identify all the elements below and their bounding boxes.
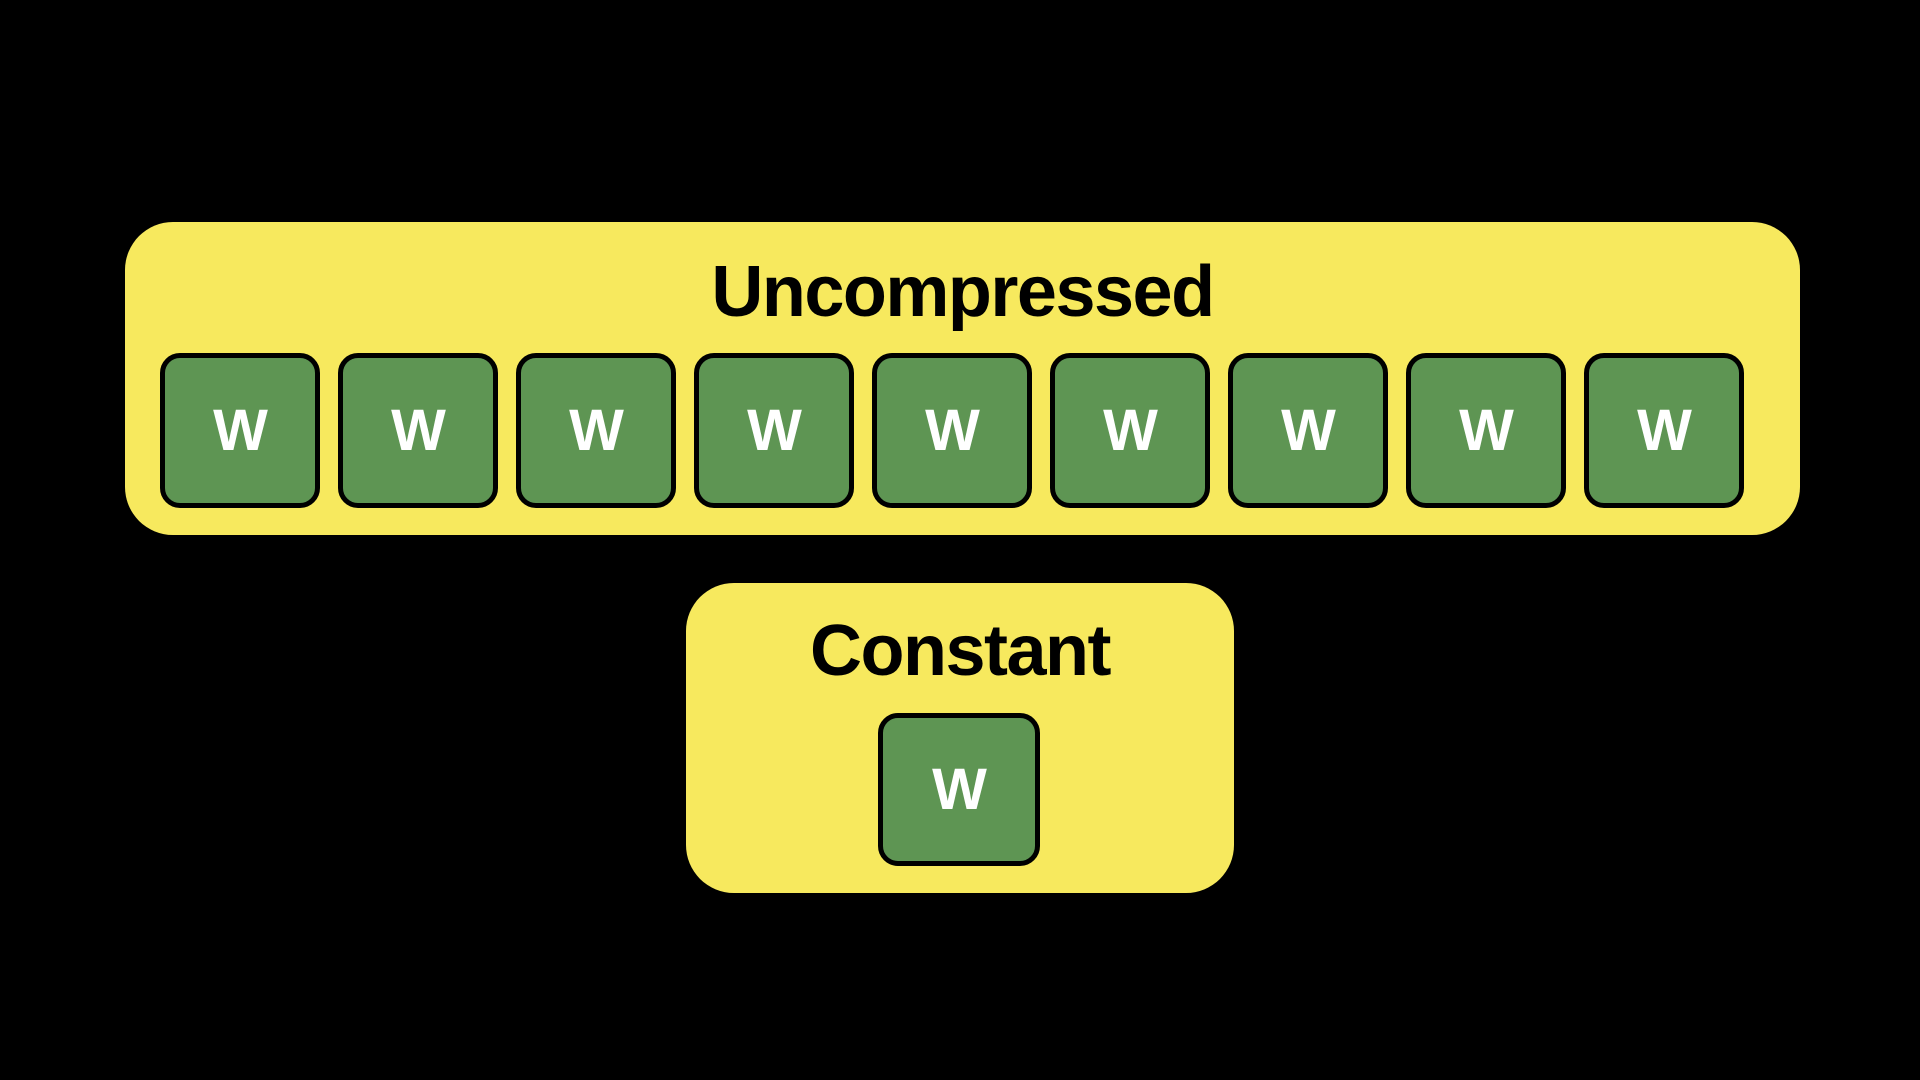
weight-cell-row-constant: W — [878, 713, 1040, 866]
weight-cell-row-uncompressed: W W W W W W W W W — [160, 353, 1744, 508]
weight-cell: W — [1050, 353, 1210, 508]
weight-cell: W — [872, 353, 1032, 508]
group-panel-constant: Constant W — [686, 583, 1234, 893]
weight-cell: W — [694, 353, 854, 508]
weight-cell: W — [516, 353, 676, 508]
weight-cell: W — [338, 353, 498, 508]
weight-cell: W — [160, 353, 320, 508]
weight-cell: W — [878, 713, 1040, 866]
weight-cell: W — [1406, 353, 1566, 508]
group-panel-uncompressed: Uncompressed W W W W W W W W W — [125, 222, 1800, 535]
group-title-uncompressed: Uncompressed — [711, 252, 1215, 332]
weight-cell: W — [1584, 353, 1744, 508]
group-title-constant: Constant — [810, 611, 1111, 691]
weight-cell: W — [1228, 353, 1388, 508]
